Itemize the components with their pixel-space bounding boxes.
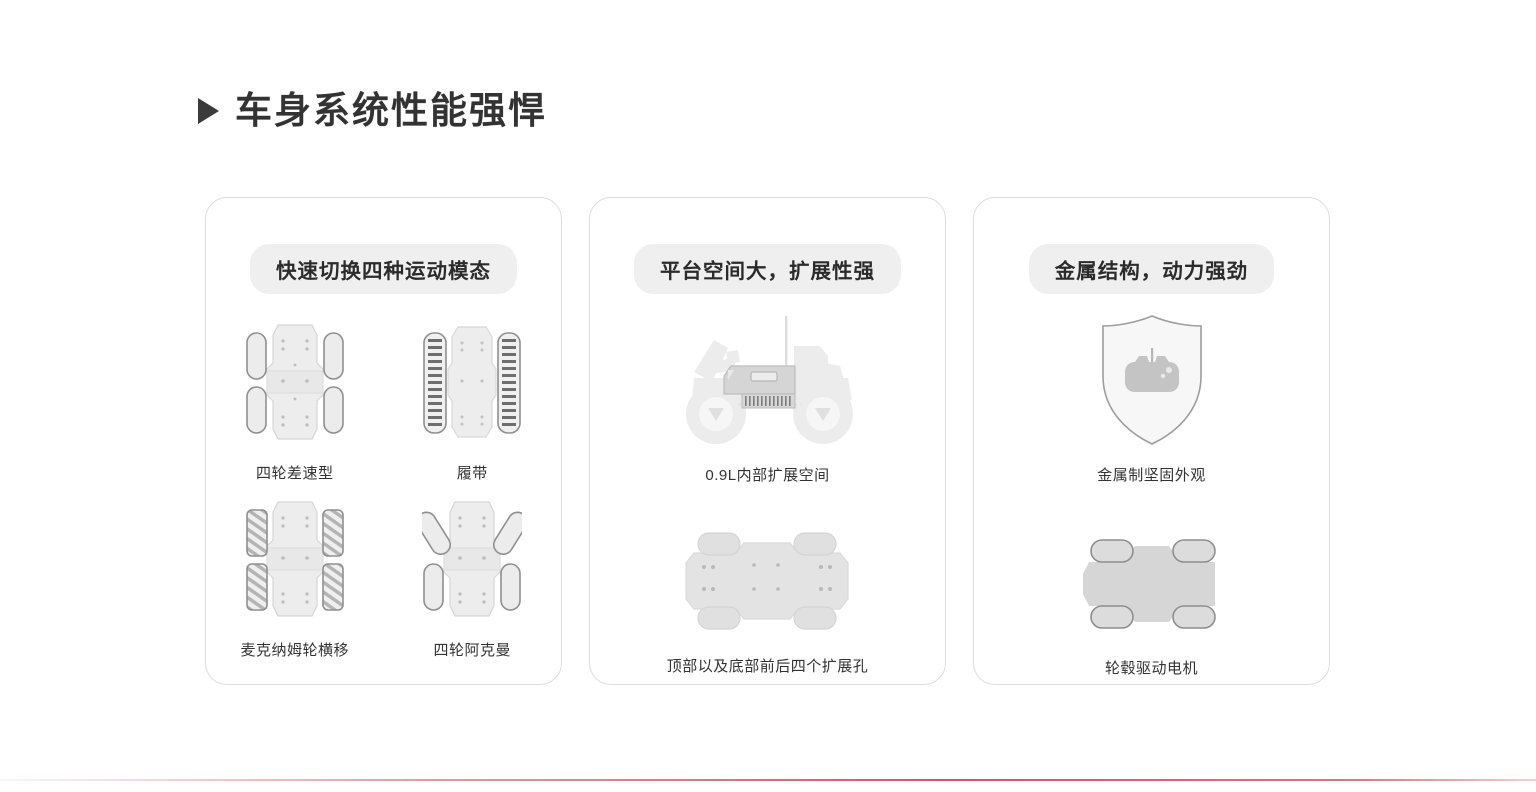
figure-caption: 0.9L内部扩展空间 [705, 467, 830, 484]
robot-side-view-payload-icon [668, 310, 868, 450]
motion-mode-figure-grid: 四轮差速型 [206, 316, 561, 660]
card-header-metal-structure: 金属结构，动力强劲 [1028, 244, 1275, 294]
figure-caption: 四轮差速型 [255, 465, 334, 482]
card-grid: 快速切换四种运动模态 [205, 197, 1330, 685]
card-header-platform-space: 平台空间大，扩展性强 [634, 244, 901, 294]
figure-caption: 四轮阿克曼 [433, 642, 511, 659]
bottom-accent-rule [0, 778, 1536, 781]
figure-caption: 金属制坚固外观 [1097, 467, 1206, 484]
four-wheel-differential-chassis-icon [245, 316, 345, 448]
card-motion-modes[interactable]: 快速切换四种运动模态 [205, 197, 562, 685]
figure-shield: 金属制坚固外观 [1093, 310, 1211, 485]
triangle-right-icon [198, 97, 219, 124]
four-wheel-ackermann-chassis-icon [422, 493, 523, 625]
tracked-chassis-icon [422, 316, 522, 448]
card-metal-structure[interactable]: 金属结构，动力强劲 金属制坚固外观 [973, 197, 1330, 685]
figure-robot-side-view: 0.9L内部扩展空间 [668, 310, 868, 485]
figure-mecanum: 麦克纳姆轮横移 [206, 493, 384, 660]
figure-caption: 轮毂驱动电机 [1104, 660, 1198, 677]
page-title: 车身系统性能强悍 [198, 92, 547, 129]
figure-tracked: 履带 [384, 316, 562, 483]
figure-ackermann: 四轮阿克曼 [384, 493, 562, 660]
card-platform-space[interactable]: 平台空间大，扩展性强 [589, 197, 946, 685]
chassis-expansion-holes-top-view-icon [674, 521, 860, 641]
shield-with-robot-icon [1093, 310, 1211, 450]
mecanum-wheel-chassis-icon [245, 493, 345, 625]
figure-four-wheel-differential: 四轮差速型 [206, 316, 384, 483]
metal-structure-figures: 金属制坚固外观 轮毂驱动电机 [974, 310, 1329, 678]
card-header-motion-modes: 快速切换四种运动模态 [250, 244, 517, 294]
figure-caption: 顶部以及底部前后四个扩展孔 [666, 658, 869, 675]
figure-caption: 麦克纳姆轮横移 [240, 642, 349, 659]
figure-caption: 履带 [456, 465, 488, 482]
figure-hub-motor-chassis: 轮毂驱动电机 [1077, 525, 1227, 678]
page-title-text: 车身系统性能强悍 [235, 90, 547, 131]
platform-space-figures: 0.9L内部扩展空间 [590, 310, 945, 676]
hub-motor-chassis-top-view-icon [1077, 525, 1227, 643]
figure-chassis-expansion-holes: 顶部以及底部前后四个扩展孔 [667, 521, 869, 676]
